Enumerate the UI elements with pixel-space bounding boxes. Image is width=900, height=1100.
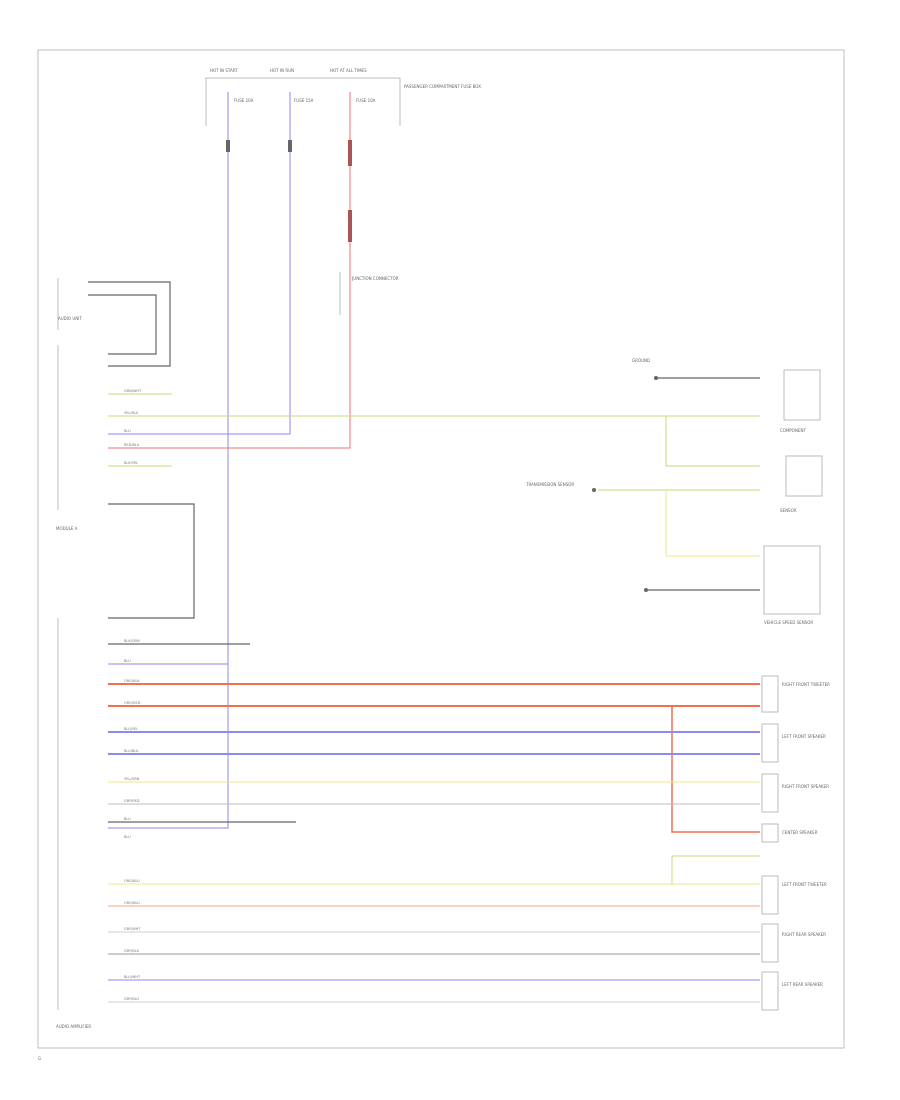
wire-label-w12: BLU/YEL (124, 727, 138, 731)
speaker-label-1: RIGHT FRONT TWEETER (782, 682, 830, 687)
module-a-label: MODULE A (56, 526, 78, 531)
fuse2-label: FUSE 15A (294, 98, 314, 103)
ground-label: G (38, 1056, 41, 1061)
speaker-box-4 (761, 823, 779, 843)
dark-loop-3 (108, 503, 195, 619)
wire-label-w16: BLU (124, 817, 131, 821)
fuse2-vertical-wire (108, 92, 291, 435)
wire-green-tweeter (671, 855, 760, 884)
fuse1-label: FUSE 10A (234, 98, 254, 103)
wire-label-w7: BLK/GRN (124, 639, 140, 643)
wire-label-w22: BLU/WHT (124, 975, 141, 979)
wire-label-w8: BLU (124, 659, 131, 663)
speaker-label-7: LEFT REAR SPEAKER (782, 982, 823, 987)
dark-loop-1 (88, 281, 171, 367)
speaker-label-4: CENTER SPEAKER (782, 830, 818, 835)
speaker-label-5: LEFT FRONT TWEETER (782, 882, 827, 887)
speaker-box-2 (761, 723, 779, 763)
component-box-1 (783, 369, 821, 421)
component-label-1: COMPONENT (780, 428, 806, 433)
component-label-2: SENSOR (780, 508, 797, 513)
audio-unit-label: AUDIO UNIT (58, 316, 82, 321)
diagram-frame (37, 49, 845, 1049)
speaker-box-3 (761, 773, 779, 813)
fuse3-label: FUSE 10A (356, 98, 376, 103)
component-box-2 (785, 455, 823, 497)
wire-orange-center (671, 706, 760, 833)
wire-label-w13: BLU/BLK (124, 749, 139, 753)
junction-label: JUNCTION CONNECTOR (351, 276, 399, 281)
ground-top-label: GROUND (632, 358, 650, 363)
wire-label-w5: RED/BLU (124, 443, 140, 447)
wire-label-w17: BLU (124, 835, 131, 839)
wire-label-w20: GRY/WHT (124, 927, 141, 931)
wire-label-w6: BLK/YEL (124, 461, 138, 465)
fuse2-symbol (288, 140, 292, 152)
vss-label: VEHICLE SPEED SENSOR (764, 620, 813, 625)
speaker-box-7 (761, 971, 779, 1011)
wire-label-w19: ORG/BLU (124, 901, 140, 905)
fuse-headers: HOT IN START HOT IN RUN HOT AT ALL TIMES… (205, 68, 481, 315)
wire-label-w11: ORG/RED (124, 701, 141, 705)
fuse1-symbol (226, 140, 230, 152)
wire-label-w15: GRY/RED (124, 799, 140, 803)
wire-label-w21: GRY/BLK (124, 949, 140, 953)
fuse2-header: HOT IN RUN (270, 68, 294, 73)
wire-green-right-branch (665, 416, 760, 467)
wire-label-w3: YEL/BLU (124, 411, 139, 415)
vss-box (763, 545, 821, 615)
trans-sensor-label: TRANSMISSION SENSOR (525, 482, 574, 487)
fuse3-header: HOT AT ALL TIMES (330, 68, 367, 73)
speaker-label-6: RIGHT REAR SPEAKER (782, 932, 826, 937)
fuse-block-label: PASSENGER COMPARTMENT FUSE BOX (404, 84, 481, 89)
fuse1-vertical-wire (108, 92, 229, 829)
left-modules: AUDIO UNIT MODULE A AUDIO AMPLIFIER (56, 278, 195, 1029)
fuse3-symbol (348, 140, 352, 166)
wire-label-w18: ORG/BLU (124, 879, 140, 883)
dark-loop-2 (88, 294, 157, 355)
speaker-box-5 (761, 875, 779, 915)
fuse1-header: HOT IN START (210, 68, 238, 73)
wire-yellow-vss (665, 490, 760, 557)
speaker-label-3: RIGHT FRONT SPEAKER (782, 784, 829, 789)
wire-label-w10: ORG/BLK (124, 679, 140, 683)
fuse3-symbol-lower (348, 210, 352, 242)
fuse-box-outline (205, 77, 401, 126)
wire-label-w14: YEL/GRN (124, 777, 140, 781)
right-components: GROUND COMPONENT SENSOR TRANSMISSION SEN… (525, 358, 830, 1011)
speaker-box-1 (761, 675, 779, 713)
horizontal-wires: GRN/WHT YEL/BLU BLU RED/BLU BLK/YEL BLK/… (108, 377, 760, 1003)
vss-ground-dot (644, 588, 648, 592)
trans-sensor-dot (592, 488, 596, 492)
speaker-box-6 (761, 923, 779, 963)
wire-label-w23: GRY/BLU (124, 997, 139, 1001)
wire-label-w2: GRN/WHT (124, 389, 142, 393)
wire-label-w4: BLU (124, 429, 131, 433)
ground-top-dot (654, 376, 658, 380)
speaker-label-2: LEFT FRONT SPEAKER (782, 734, 826, 739)
audio-amp-label: AUDIO AMPLIFIER (56, 1024, 91, 1029)
